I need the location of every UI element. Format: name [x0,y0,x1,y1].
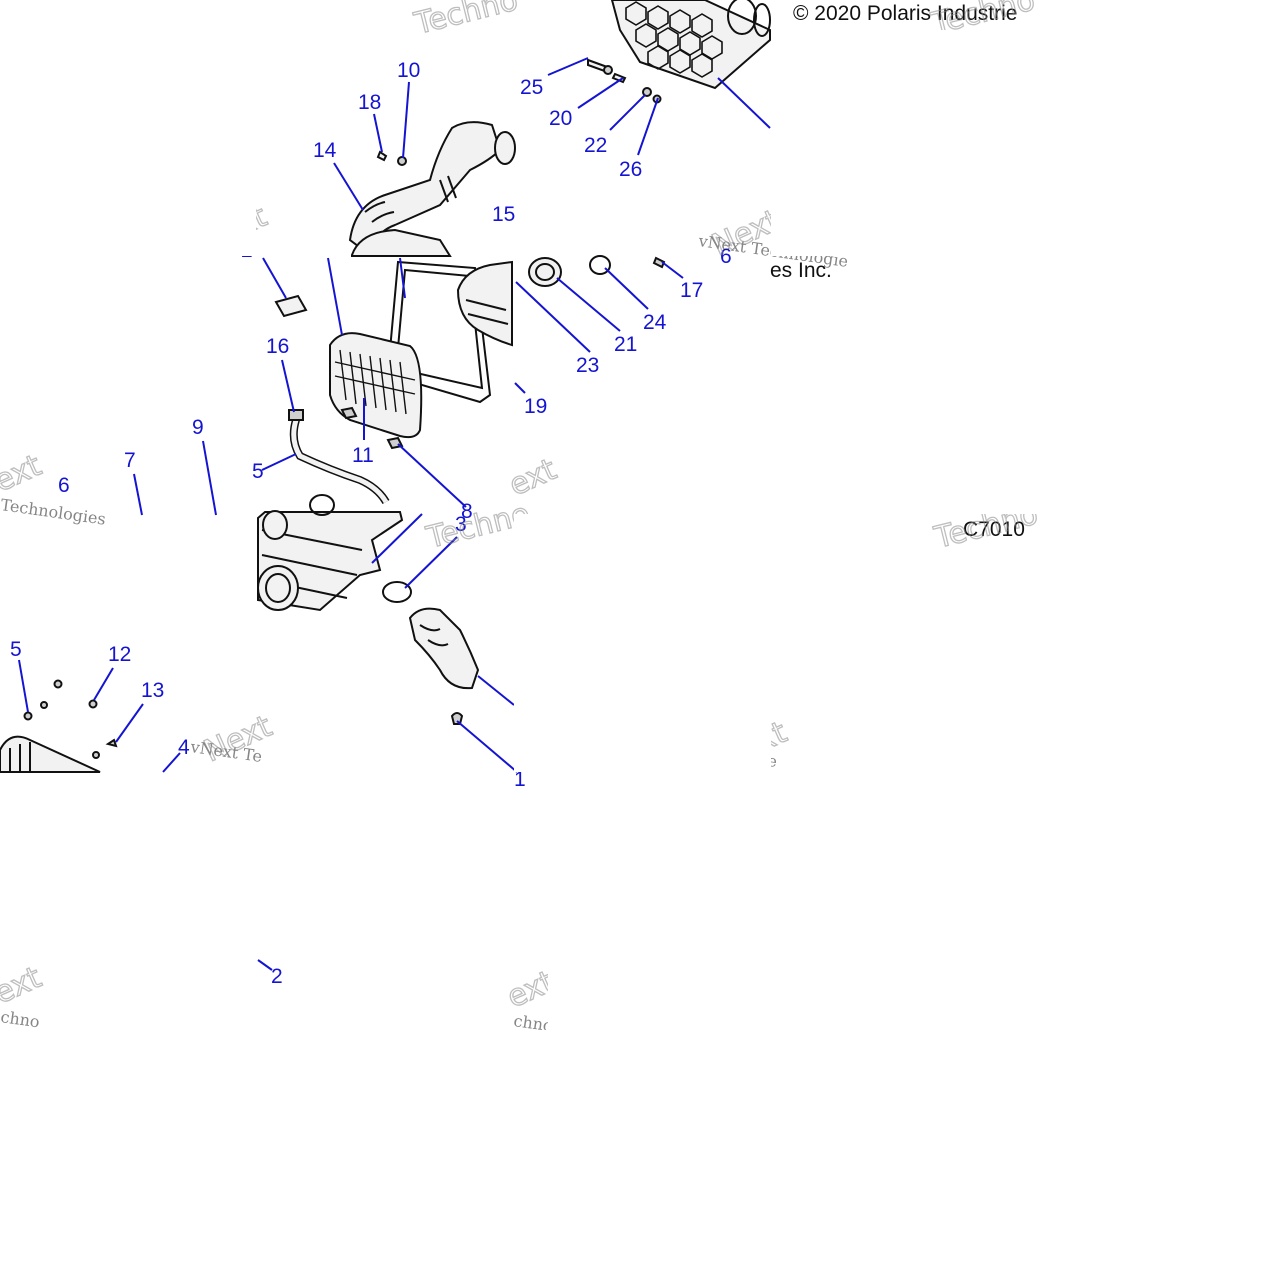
watermark-ext-2: ext [504,452,562,503]
drawing-code: C7010 [963,518,1025,541]
leader-18 [373,113,383,153]
leader-cover [717,77,771,129]
copyright-fragment: es Inc. [770,259,832,282]
callout-10: 10 [397,59,420,82]
callout-13: 13 [141,679,164,702]
callout-4: 4 [178,736,190,759]
callout-23: 23 [576,354,599,377]
leader-2-bottom [257,959,273,971]
callout-6: 6 [58,474,70,497]
air-filter-part [456,260,513,347]
leader-21 [556,277,621,332]
callout-16: 16 [266,335,289,358]
intake-duct-part [348,121,516,257]
callout-18: 18 [358,91,381,114]
callout-5: 5 [10,638,22,661]
decal-part [274,294,308,318]
leader-26 [637,97,659,156]
callout-8-fragment: 8 [461,500,473,523]
callout-7: 7 [124,449,136,472]
callout-5-fragment: 5 [252,460,264,483]
watermark-techno-top: Techno [410,0,521,42]
leader-7 [133,473,143,516]
callout-9: 9 [192,416,204,439]
callout-20: 20 [549,107,572,130]
intercooler-part [257,494,412,612]
leader-13 [115,703,144,743]
callout-26: 26 [619,158,642,181]
callout-3: 3 [455,513,467,536]
callout-21: 21 [614,333,637,356]
callout-19: 19 [524,395,547,418]
callout-6-fragment: 6 [720,245,732,268]
watermark-technologies-1: Technologies [0,495,107,529]
airbox-base-part [329,332,423,450]
leader-15-edge [399,257,406,299]
callout-11: 11 [352,444,374,467]
callout-1: 1 [514,768,526,791]
callout-12: 12 [108,643,131,666]
watermark-chno-1: chno [0,1007,41,1031]
airbox-cover-part [610,0,771,90]
callout-15: 15 [492,203,515,226]
copyright-text: © 2020 Polaris Industrie [793,2,1017,25]
callout-14: 14 [313,139,337,162]
leader-24 [604,267,649,310]
leader-14 [333,162,364,211]
leader-16 [281,359,295,413]
leader-19 [514,382,526,394]
leader-elbow [477,675,515,706]
leader-25 [547,57,589,76]
callout-25: 25 [520,76,543,99]
leader-10 [402,81,410,159]
leader-23 [515,281,591,353]
leader-2 [262,257,287,299]
leader-17 [661,261,684,279]
leader-lines [18,57,771,971]
callout-24: 24 [643,311,667,334]
outlet-elbow-part [408,607,480,725]
leader-hose-edge [261,453,297,471]
leader-3 [404,536,458,589]
leader-1 [456,720,518,773]
lower-left-assembly-part [0,679,118,773]
leader-5 [18,659,29,713]
leader-12 [93,667,114,701]
watermark-ext-1: ext [0,448,47,499]
drain-hose-part [288,409,390,505]
leader-4 [162,752,181,773]
leader-cooler [371,513,423,564]
callout-22: 22 [584,134,607,157]
leader-20 [577,77,624,109]
callouts: 25 20 22 26 10 18 14 15 2 6 17 24 21 23 … [10,59,732,988]
sealing-rings-part [528,255,666,287]
callout-2: 2 [271,965,283,988]
leader-9 [202,440,217,516]
watermark-ext-3: ext [0,960,47,1011]
callout-17: 17 [680,279,703,302]
leader-22 [609,94,646,131]
leader-11-top [327,257,343,336]
leader-8 [397,443,467,508]
